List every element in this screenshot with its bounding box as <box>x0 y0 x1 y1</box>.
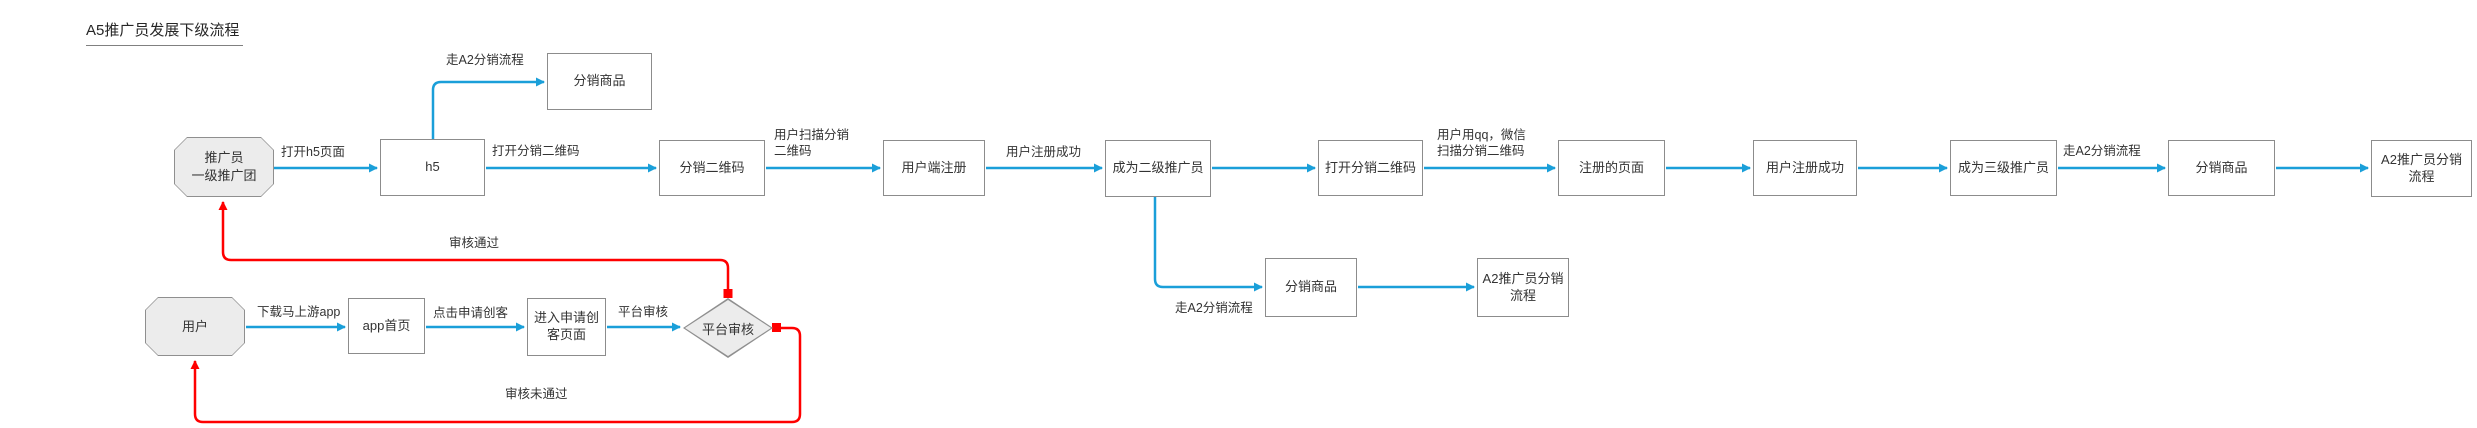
node-apply-page: 进入申请创客页面 <box>527 298 606 356</box>
connector-handle-top <box>723 289 733 298</box>
edge-label-a2-row1: 走A2分销流程 <box>2063 144 2141 158</box>
node-register-page: 注册的页面 <box>1558 140 1665 196</box>
node-open-qr2: 打开分销二维码 <box>1318 140 1423 196</box>
node-user-terminal: 用户 <box>145 297 245 356</box>
node-goods-mid: 分销商品 <box>1265 258 1357 317</box>
connector-handle-right <box>772 323 781 332</box>
edge-label-platform-review: 平台审核 <box>618 305 669 319</box>
edge-label-scan-qr: 用户扫描分销 二维码 <box>774 128 850 158</box>
node-become-level3: 成为三级推广员 <box>1950 140 2057 196</box>
node-register-ok: 用户注册成功 <box>1753 140 1857 196</box>
node-a2-flow-mid: A2推广员分销流程 <box>1477 258 1569 317</box>
edge-label-download-app: 下载马上游app <box>257 305 341 319</box>
edge-l2-goods-mid <box>1153 197 1263 292</box>
edge-review-fail <box>190 326 802 424</box>
node-start-terminal: 推广员 一级推广团 <box>174 137 274 197</box>
node-distribution-qr: 分销二维码 <box>659 140 765 196</box>
node-a2-flow-row1: A2推广员分销流程 <box>2371 140 2472 197</box>
edge-label-click-apply: 点击申请创客 <box>433 306 509 320</box>
node-h5: h5 <box>380 139 485 196</box>
edge-label-open-h5: 打开h5页面 <box>281 145 345 159</box>
edge-label-qq-wechat-scan: 用户用qq，微信 扫描分销二维码 <box>1437 128 1526 158</box>
edge-label-a2-top: 走A2分销流程 <box>446 53 524 67</box>
node-user-label: 用户 <box>146 298 244 355</box>
node-client-register: 用户端注册 <box>883 140 985 196</box>
page-title: A5推广员发展下级流程 <box>86 19 244 46</box>
edge-label-review-fail: 审核未通过 <box>505 387 568 401</box>
edge-label-open-qr: 打开分销二维码 <box>492 144 580 158</box>
node-goods-row1: 分销商品 <box>2168 140 2275 196</box>
edge-label-register-success: 用户注册成功 <box>1006 145 1082 159</box>
edge-label-review-pass: 审核通过 <box>449 236 500 250</box>
edge-review-pass <box>218 201 730 292</box>
node-app-home: app首页 <box>348 298 425 354</box>
node-start-label: 推广员 一级推广团 <box>175 138 273 196</box>
node-goods-top: 分销商品 <box>547 53 652 110</box>
edge-label-a2-mid: 走A2分销流程 <box>1175 301 1253 315</box>
node-become-level2: 成为二级推广员 <box>1105 140 1211 197</box>
edge-h5-goods-top <box>431 77 545 139</box>
